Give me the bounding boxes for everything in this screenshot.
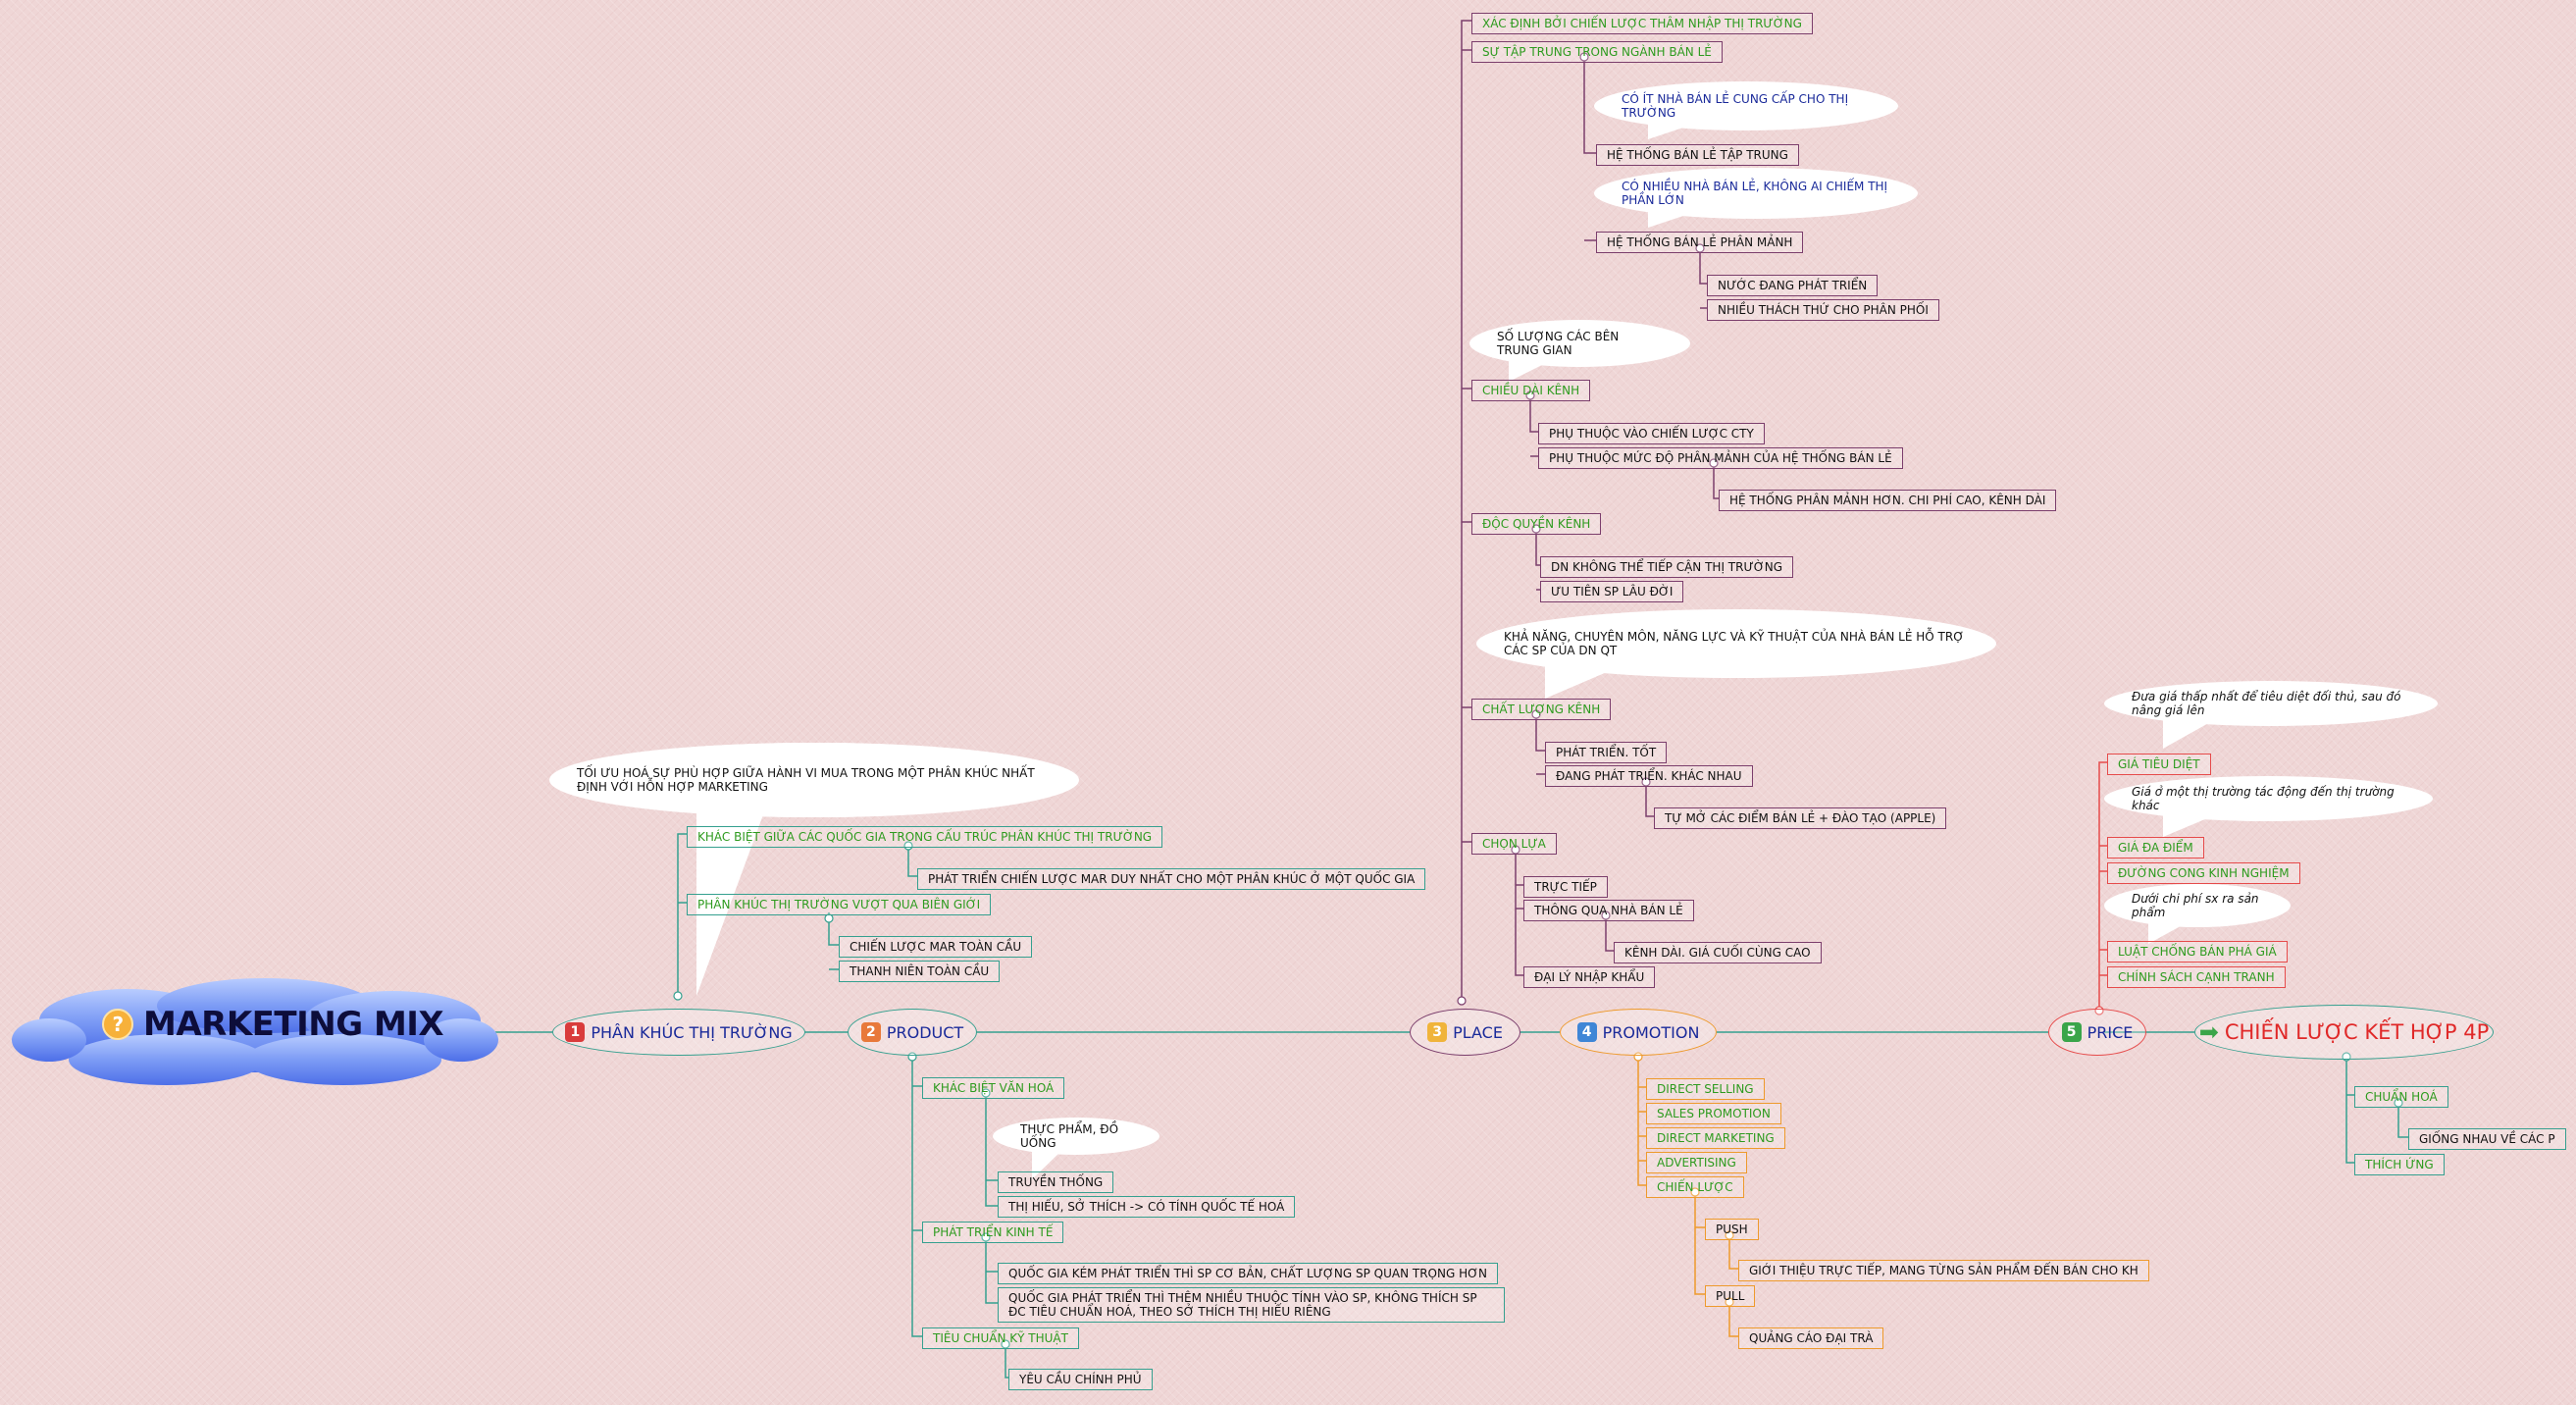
callout-place: CÓ NHIỀU NHÀ BÁN LẺ, KHÔNG AI CHIẾM THỊ … [1594,169,1918,218]
place-node[interactable]: NƯỚC ĐANG PHÁT TRIỂN [1707,275,1879,296]
place-node[interactable]: PHỤ THUỘC MỨC ĐỘ PHÂN MẢNH CỦA HỆ THỐNG … [1538,447,1903,469]
callout-price: Đưa giá thấp nhất để tiêu diệt đối thủ, … [2104,682,2438,725]
product-node[interactable]: KHÁC BIỆT VĂN HOÁ [922,1077,1065,1099]
topic-price[interactable]: 5 PRICE [2048,1009,2146,1056]
place-node[interactable]: CHỌN LỰA [1471,833,1557,855]
place-node[interactable]: HỆ THỐNG BÁN LẺ TẬP TRUNG [1596,144,1799,166]
place-node[interactable]: NHIỀU THÁCH THỨ CHO PHÂN PHỐI [1707,299,1939,321]
segment-node[interactable]: THANH NIÊN TOÀN CẦU [839,961,1001,982]
topic-label: PROMOTION [1602,1022,1700,1042]
promotion-node[interactable]: GIỚI THIỆU TRỰC TIẾP, MANG TỪNG SẢN PHẨM… [1738,1260,2149,1281]
promotion-node[interactable]: QUẢNG CÁO ĐẠI TRÀ [1738,1327,1884,1349]
callout-product: THỰC PHẨM, ĐỒ UỐNG [993,1119,1159,1154]
product-node[interactable]: QUỐC GIA KÉM PHÁT TRIỂN THÌ SP CƠ BẢN, C… [998,1263,1499,1284]
topic-segment[interactable]: 1 PHÂN KHÚC THỊ TRƯỜNG [552,1009,805,1056]
segment-node[interactable]: PHÁT TRIỂN CHIẾN LƯỢC MAR DUY NHẤT CHO M… [917,868,1426,890]
topic-label: PRODUCT [886,1022,964,1042]
number-badge: 5 [2061,1022,2082,1042]
product-node[interactable]: PHÁT TRIỂN KINH TẾ [922,1222,1064,1243]
question-icon: ? [102,1009,133,1040]
place-node[interactable]: PHÁT TRIỂN. TỐT [1545,742,1668,763]
callout-place: CÓ ÍT NHÀ BÁN LẺ CUNG CẤP CHO THỊ TRƯỜNG [1594,82,1898,130]
segment-node[interactable]: KHÁC BIỆT GIỮA CÁC QUỐC GIA TRONG CẤU TR… [687,826,1163,848]
promotion-node[interactable]: PULL [1705,1285,1756,1307]
product-node[interactable]: TIÊU CHUẨN KỸ THUẬT [922,1327,1079,1349]
topic-place[interactable]: 3 PLACE [1410,1009,1520,1056]
topic-strategy[interactable]: ➡ CHIẾN LƯỢC KẾT HỢP 4P [2194,1005,2494,1060]
place-node[interactable]: HỆ THỐNG BÁN LẺ PHÂN MẢNH [1596,232,1804,253]
number-badge: 1 [565,1022,586,1042]
topic-label: PRICE [2087,1022,2134,1042]
central-topic[interactable]: ? MARKETING MIX [102,1005,444,1044]
product-node[interactable]: THỊ HIẾU, SỞ THÍCH -> CÓ TÍNH QUỐC TẾ HO… [998,1196,1296,1218]
place-node[interactable]: ĐẠI LÝ NHẬP KHẨU [1523,966,1656,988]
segment-node[interactable]: CHIẾN LƯỢC MAR TOÀN CẦU [839,936,1033,958]
central-cloud-shape [12,978,498,1085]
place-node[interactable]: PHỤ THUỘC VÀO CHIẾN LƯỢC CTY [1538,423,1765,444]
promotion-node[interactable]: ADVERTISING [1646,1152,1747,1173]
place-node[interactable]: DN KHÔNG THỂ TIẾP CẬN THỊ TRƯỜNG [1540,556,1793,578]
product-node[interactable]: QUỐC GIA PHÁT TRIỂN THÌ THÊM NHIỀU THUỘC… [998,1287,1505,1323]
price-node[interactable]: GIÁ TIÊU DIỆT [2107,754,2211,775]
place-node[interactable]: ĐỘC QUYỀN KÊNH [1471,513,1602,535]
strategy-node[interactable]: CHUẨN HOÁ [2354,1086,2448,1108]
number-badge: 4 [1576,1022,1597,1042]
callout-segment: TỐI ƯU HOÁ SỰ PHÙ HỢP GIỮA HÀNH VI MUA T… [549,743,1079,817]
place-node[interactable]: KÊNH DÀI. GIÁ CUỐI CÙNG CAO [1614,942,1822,963]
strategy-node[interactable]: THÍCH ỨNG [2354,1154,2445,1175]
promotion-node[interactable]: PUSH [1705,1219,1759,1240]
place-node[interactable]: CHIỀU DÀI KÊNH [1471,380,1591,401]
promotion-node[interactable]: SALES PROMOTION [1646,1103,1781,1124]
callout-price: Giá ở một thị trường tác động đến thị tr… [2104,777,2433,820]
place-node[interactable]: SỰ TẬP TRUNG TRONG NGÀNH BÁN LẺ [1471,41,1723,63]
callout-place: SỐ LƯỢNG CÁC BÊN TRUNG GIAN [1469,321,1690,366]
number-badge: 3 [1427,1022,1448,1042]
topic-promotion[interactable]: 4 PROMOTION [1560,1009,1717,1056]
product-node[interactable]: TRUYỀN THỐNG [998,1171,1114,1193]
price-node[interactable]: LUẬT CHỐNG BÁN PHÁ GIÁ [2107,941,2288,963]
place-node[interactable]: XÁC ĐỊNH BỞI CHIẾN LƯỢC THÂM NHẬP THỊ TR… [1471,13,1813,34]
price-node[interactable]: CHÍNH SÁCH CẠNH TRANH [2107,966,2286,988]
place-node[interactable]: THÔNG QUA NHÀ BÁN LẺ [1523,900,1694,921]
callout-place: KHẢ NĂNG, CHUYÊN MÔN, NĂNG LỰC VÀ KỸ THU… [1476,611,1996,676]
central-topic-label: MARKETING MIX [143,1005,444,1044]
topic-label: PLACE [1453,1022,1503,1042]
promotion-node[interactable]: DIRECT MARKETING [1646,1127,1785,1149]
strategy-node[interactable]: GIỐNG NHAU VỀ CÁC P [2408,1128,2566,1150]
place-node[interactable]: TỰ MỞ CÁC ĐIỂM BÁN LẺ + ĐÀO TẠO (APPLE) [1654,807,1947,829]
place-node[interactable]: HỆ THỐNG PHÂN MẢNH HƠN. CHI PHÍ CAO, KÊN… [1719,490,2057,511]
topic-label: CHIẾN LƯỢC KẾT HỢP 4P [2224,1020,2490,1044]
callout-price: Dưới chi phí sx ra sản phẩm [2104,885,2291,926]
product-node[interactable]: YÊU CẦU CHÍNH PHỦ [1008,1369,1153,1390]
place-node[interactable]: TRỰC TIẾP [1523,876,1608,898]
topic-product[interactable]: 2 PRODUCT [848,1009,977,1056]
right-arrow-icon: ➡ [2198,1018,2219,1046]
place-node[interactable]: ĐANG PHÁT TRIỂN. KHÁC NHAU [1545,765,1753,787]
place-node[interactable]: ƯU TIÊN SP LÂU ĐỜI [1540,581,1684,602]
number-badge: 2 [860,1022,881,1042]
segment-node[interactable]: PHÂN KHÚC THỊ TRƯỜNG VƯỢT QUA BIÊN GIỚI [687,894,992,915]
promotion-node[interactable]: DIRECT SELLING [1646,1078,1765,1100]
topic-label: PHÂN KHÚC THỊ TRƯỜNG [591,1022,793,1042]
place-node[interactable]: CHẤT LƯỢNG KÊNH [1471,699,1612,720]
price-node[interactable]: GIÁ ĐA ĐIỂM [2107,837,2204,859]
price-node[interactable]: ĐƯỜNG CONG KINH NGHIỆM [2107,862,2300,884]
promotion-node[interactable]: CHIẾN LƯỢC [1646,1176,1744,1198]
